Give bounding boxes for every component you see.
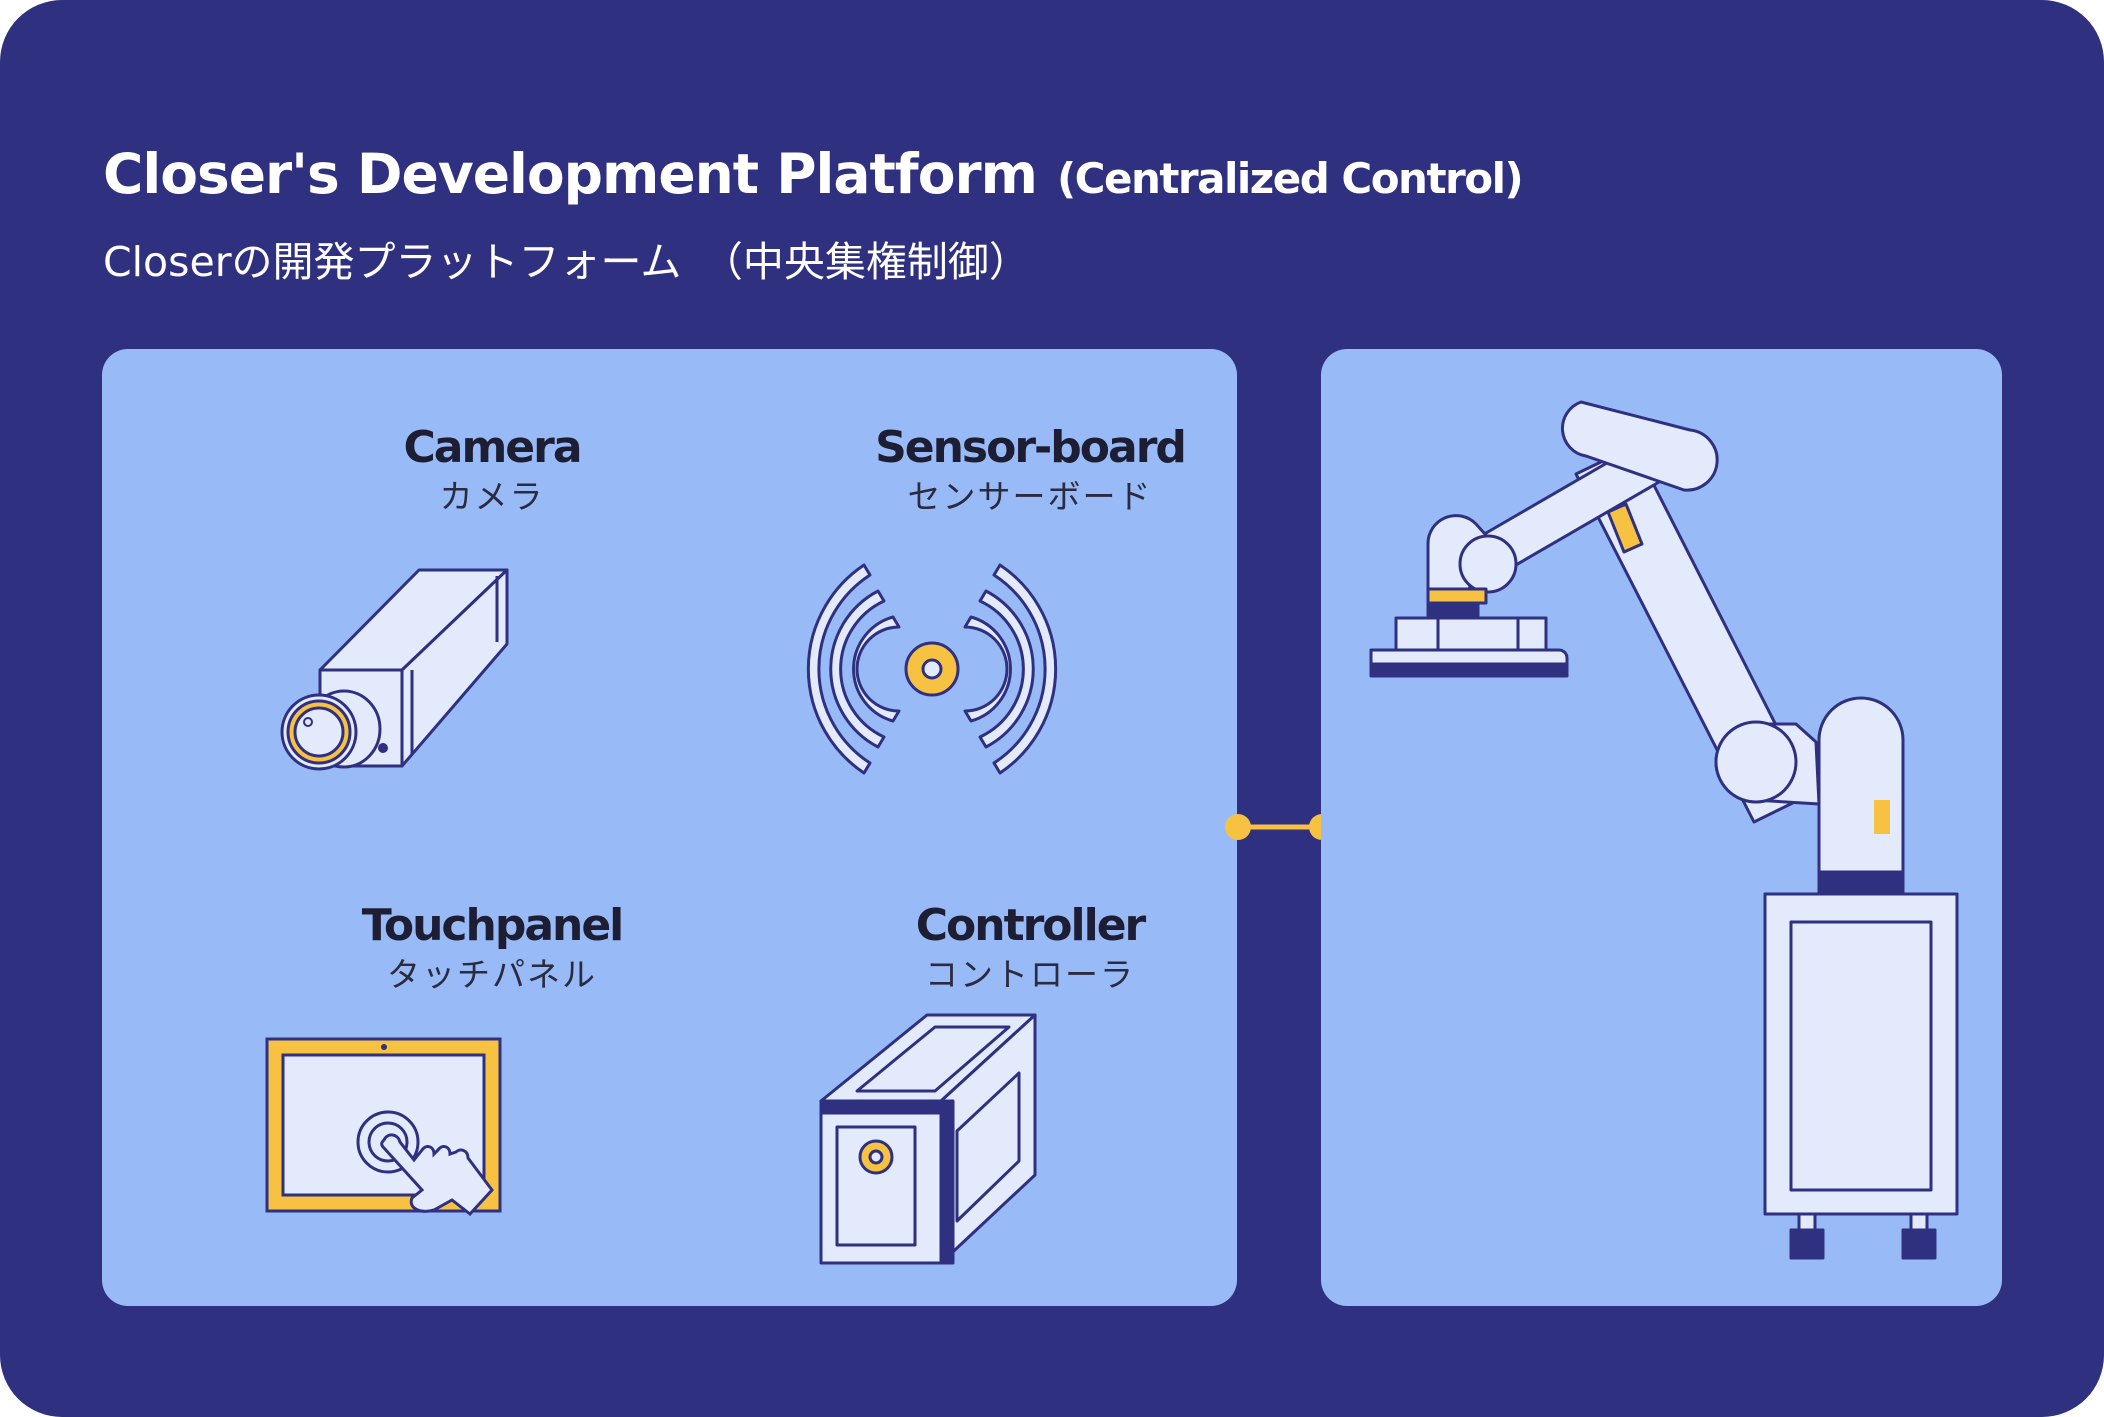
device-name: Controller <box>915 900 1147 951</box>
page-title: Closer's Development Platform (Centralize… <box>103 142 1524 206</box>
robot-panel <box>1321 349 2002 1306</box>
controller-icon <box>819 1013 1037 1265</box>
device-sensor-board: Sensor-board センサーボード <box>820 421 1240 519</box>
device-name: Touchpanel <box>361 900 625 951</box>
device-touchpanel: Touchpanel タッチパネル <box>282 899 702 997</box>
title-main: Closer's Development Platform <box>103 142 1038 206</box>
device-controller: Controller コントローラ <box>820 899 1240 997</box>
title-note: (Centralized Control) <box>1056 154 1524 203</box>
device-name: Sensor-board <box>875 422 1187 473</box>
devices-panel: Camera カメラ <box>102 349 1237 1306</box>
device-name-ja: コントローラ <box>925 955 1135 994</box>
sensor-board-icon <box>806 563 1058 775</box>
device-name-ja: カメラ <box>439 477 545 516</box>
camera-icon <box>280 568 509 771</box>
device-name: Camera <box>403 422 582 473</box>
page-subtitle: Closerの開発プラットフォーム （中央集権制御） <box>103 238 1030 286</box>
device-name-ja: タッチパネル <box>387 955 597 994</box>
robot-arm-icon <box>1369 400 1959 1260</box>
touchpanel-icon <box>265 1037 502 1217</box>
device-name-ja: センサーボード <box>907 477 1153 516</box>
device-camera: Camera カメラ <box>282 421 702 519</box>
